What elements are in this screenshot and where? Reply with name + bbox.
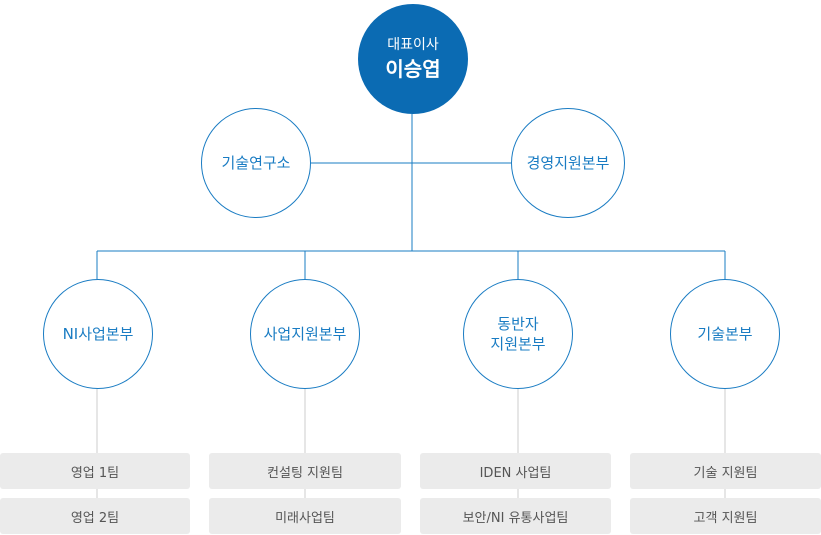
rnd-center-node: 기술연구소 [201, 108, 311, 218]
team-box: 보안/NI 유통사업팀 [420, 498, 611, 534]
division-label-line2: 지원본부 [490, 335, 546, 353]
team-box: 고객 지원팀 [630, 498, 821, 534]
rnd-center-label: 기술연구소 [221, 154, 291, 172]
team-label: 컨설팅 지원팀 [267, 465, 343, 481]
division-label: 기술본부 [697, 325, 753, 343]
team-label: IDEN 사업팀 [479, 465, 552, 481]
management-support-label: 경영지원본부 [526, 154, 610, 172]
ceo-name: 이승엽 [385, 57, 441, 81]
division-node-business-support: 사업지원본부 [250, 279, 360, 389]
division-node-technology: 기술본부 [670, 279, 780, 389]
ceo-node: 대표이사 이승엽 [358, 4, 468, 114]
division-node-ni: NI사업본부 [43, 279, 153, 389]
team-box: 영업 1팀 [0, 453, 190, 489]
team-box: IDEN 사업팀 [420, 453, 611, 489]
team-label: 보안/NI 유통사업팀 [462, 510, 569, 526]
team-box: 기술 지원팀 [630, 453, 821, 489]
team-box: 영업 2팀 [0, 498, 190, 534]
division-node-partner-support: 동반자 지원본부 [463, 279, 573, 389]
team-label: 영업 1팀 [70, 465, 120, 481]
management-support-node: 경영지원본부 [511, 108, 625, 218]
division-label-line1: 동반자 [497, 315, 539, 333]
team-box: 미래사업팀 [209, 498, 401, 534]
team-label: 고객 지원팀 [693, 510, 758, 526]
team-label: 기술 지원팀 [693, 465, 758, 481]
team-label: 영업 2팀 [70, 510, 120, 526]
team-box: 컨설팅 지원팀 [209, 453, 401, 489]
team-label: 미래사업팀 [275, 510, 335, 526]
division-label: NI사업본부 [62, 325, 134, 343]
ceo-role: 대표이사 [387, 37, 439, 53]
division-label: 사업지원본부 [263, 325, 347, 343]
